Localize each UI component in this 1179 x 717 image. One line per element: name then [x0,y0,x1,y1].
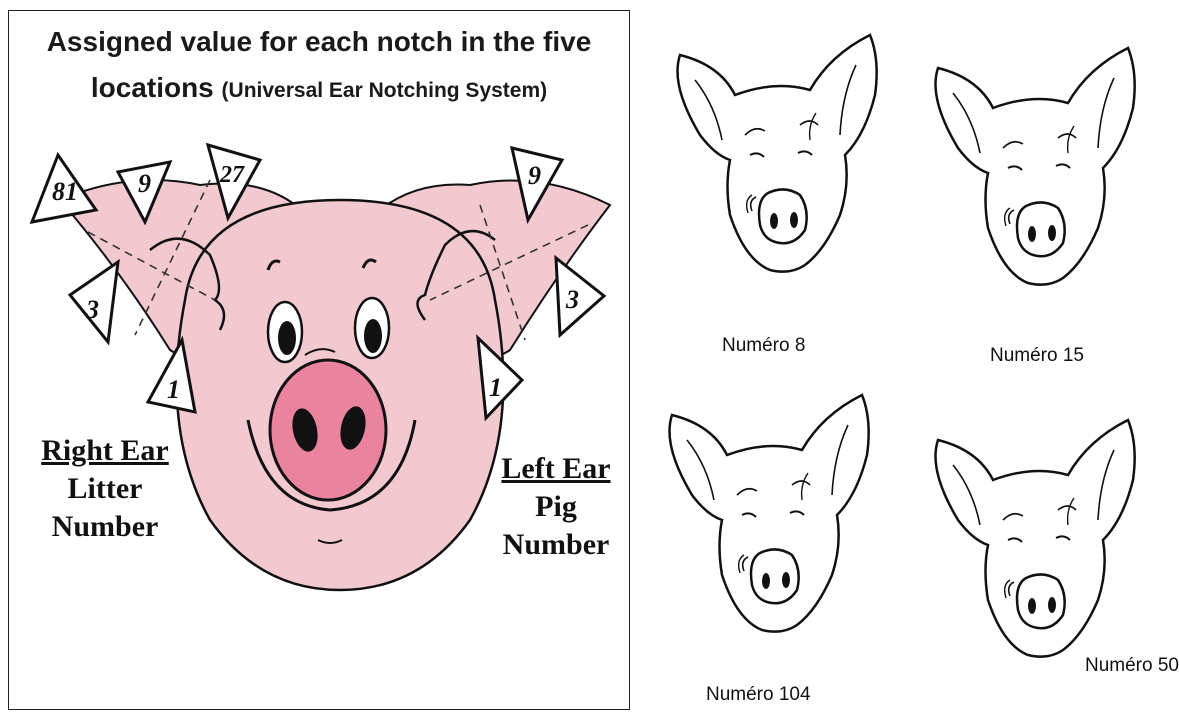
example-pig-bottom-right [936,420,1135,657]
example-pig-top-left [678,35,877,272]
example-caption-4: Numéro 50 [1085,655,1179,677]
example-caption-1: Numéro 8 [722,335,805,357]
example-caption-2: Numéro 15 [990,345,1084,367]
example-caption-3: Numéro 104 [706,684,811,706]
example-pig-bottom-left [670,395,869,632]
example-pig-top-right [936,48,1135,285]
